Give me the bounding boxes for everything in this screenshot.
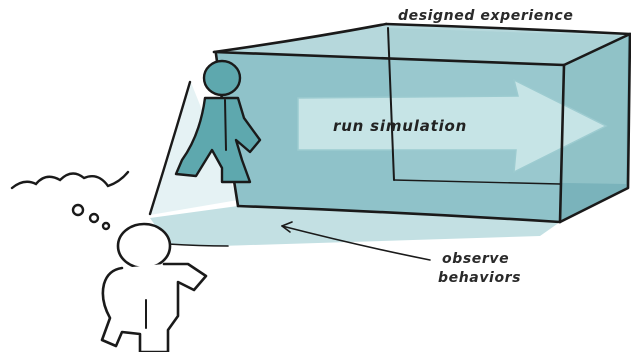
viewing-floor xyxy=(150,206,560,246)
run-simulation-label: run simulation xyxy=(333,117,468,135)
designed-experience-label: designed experience xyxy=(398,8,574,24)
box-edges xyxy=(212,22,631,224)
sight-lines xyxy=(148,80,229,247)
observe-label: observe xyxy=(442,251,510,267)
observer-person xyxy=(100,222,208,352)
simulated-person xyxy=(174,59,262,184)
behaviors-label: behaviors xyxy=(438,270,522,286)
observe-pointer-arrow xyxy=(281,221,431,261)
thought-bubble xyxy=(10,170,130,231)
run-arrow xyxy=(297,78,608,174)
